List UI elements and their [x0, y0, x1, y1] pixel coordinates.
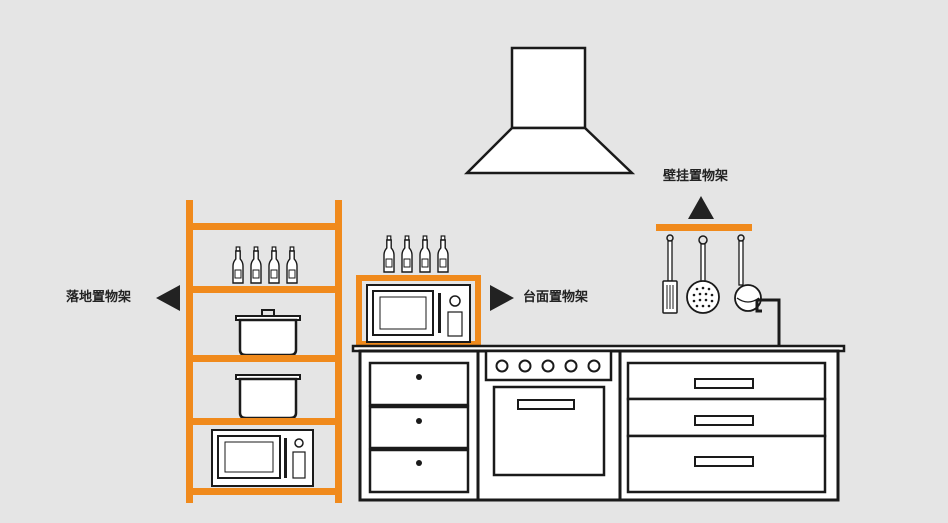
pot-icon — [235, 309, 301, 357]
range-hood — [463, 46, 636, 175]
microwave-icon — [211, 429, 314, 487]
arrow-up-icon — [688, 196, 714, 219]
floor-shelf-label: 落地置物架 — [66, 290, 132, 305]
stove-oven — [484, 349, 613, 477]
microwave-icon — [366, 284, 471, 343]
drawer-stack-right — [626, 361, 827, 494]
spatula-icon — [662, 234, 678, 314]
floor-shelf — [186, 200, 342, 503]
ladle-icon — [734, 234, 762, 312]
counter-shelf-bottles — [383, 235, 449, 273]
arrow-left-icon — [156, 285, 180, 311]
floor-shelf-bottles — [232, 246, 298, 284]
wall-shelf — [656, 224, 762, 314]
counter-cabinet — [351, 344, 846, 502]
counter-shelf-label: 台面置物架 — [523, 290, 589, 305]
arrow-right-icon — [490, 285, 514, 311]
skimmer-icon — [686, 235, 720, 314]
drawer-stack-left — [368, 361, 470, 494]
pot-icon — [235, 374, 301, 420]
counter-shelf — [356, 235, 481, 347]
wall-shelf-label: 壁挂置物架 — [663, 169, 729, 184]
faucet-icon — [755, 298, 781, 348]
